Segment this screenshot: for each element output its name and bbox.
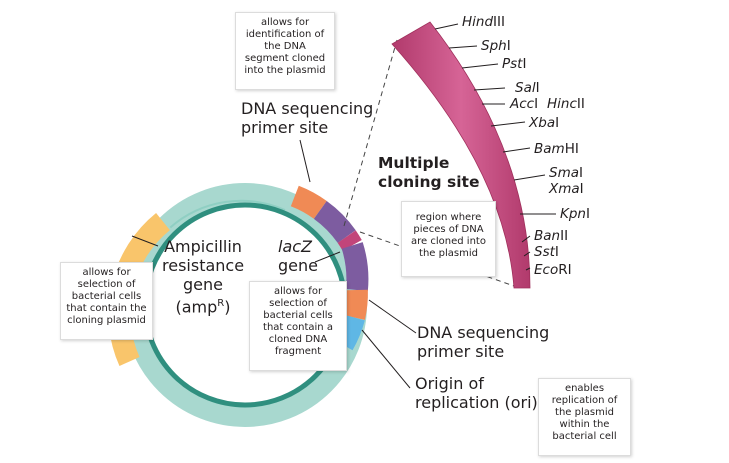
enzyme-ticks bbox=[434, 23, 556, 271]
pointer-primer-top bbox=[299, 139, 311, 183]
mcs-label: Multiple cloning site bbox=[378, 154, 480, 191]
enzyme-psti: PstI bbox=[502, 56, 527, 72]
enzyme-ecori: EcoRI bbox=[534, 262, 572, 278]
note-primer-top: allows for identification of the DNA seg… bbox=[235, 12, 335, 90]
primer-bottom-label: DNA sequencing primer site bbox=[417, 323, 550, 361]
lacz-upper-segment bbox=[313, 200, 356, 244]
primer-top-label: DNA sequencing primer site bbox=[241, 99, 374, 137]
enzyme-smai: SmaI bbox=[549, 165, 583, 181]
amp-label: Ampicillin resistance gene (ampR) bbox=[162, 237, 245, 317]
enzyme-hindiii: HindIII bbox=[462, 14, 505, 30]
enzyme-acci: AccI bbox=[510, 96, 539, 112]
mcs-expanded-arc bbox=[391, 21, 531, 289]
note-amp: allows for selection of bacterial cells … bbox=[60, 262, 153, 340]
note-lacz: allows for selection of bacterial cells … bbox=[249, 281, 347, 371]
pointer-ori bbox=[361, 329, 411, 389]
enzyme-sali: SalI bbox=[515, 80, 540, 96]
mcs-ring-band bbox=[337, 230, 362, 251]
enzyme-bamhi: BamHI bbox=[534, 141, 579, 157]
pointer-primer-bottom bbox=[368, 299, 417, 334]
lacz-label: lacZ gene bbox=[278, 237, 318, 275]
pointer-lacz bbox=[314, 251, 341, 263]
enzyme-sphi: SphI bbox=[481, 38, 511, 54]
enzyme-xbai: XbaI bbox=[529, 115, 560, 131]
note-mcs: region where pieces of DNA are cloned in… bbox=[401, 201, 496, 277]
pointer-amp bbox=[131, 235, 159, 247]
lacz-lower-segment bbox=[341, 242, 369, 292]
enzyme-xmai: XmaI bbox=[549, 181, 584, 197]
enzyme-hincii: HincII bbox=[547, 96, 585, 112]
primer-site-top-segment bbox=[290, 185, 327, 219]
enzyme-banii: BanII bbox=[534, 228, 569, 244]
enzyme-ssti: SstI bbox=[534, 244, 559, 260]
enzyme-kpni: KpnI bbox=[560, 206, 590, 222]
note-ori: enables replication of the plasmid withi… bbox=[538, 378, 631, 456]
ori-label: Origin of replication (ori) bbox=[415, 374, 538, 412]
primer-site-bottom-segment bbox=[343, 289, 368, 320]
plasmid-outer-rim bbox=[169, 199, 286, 229]
